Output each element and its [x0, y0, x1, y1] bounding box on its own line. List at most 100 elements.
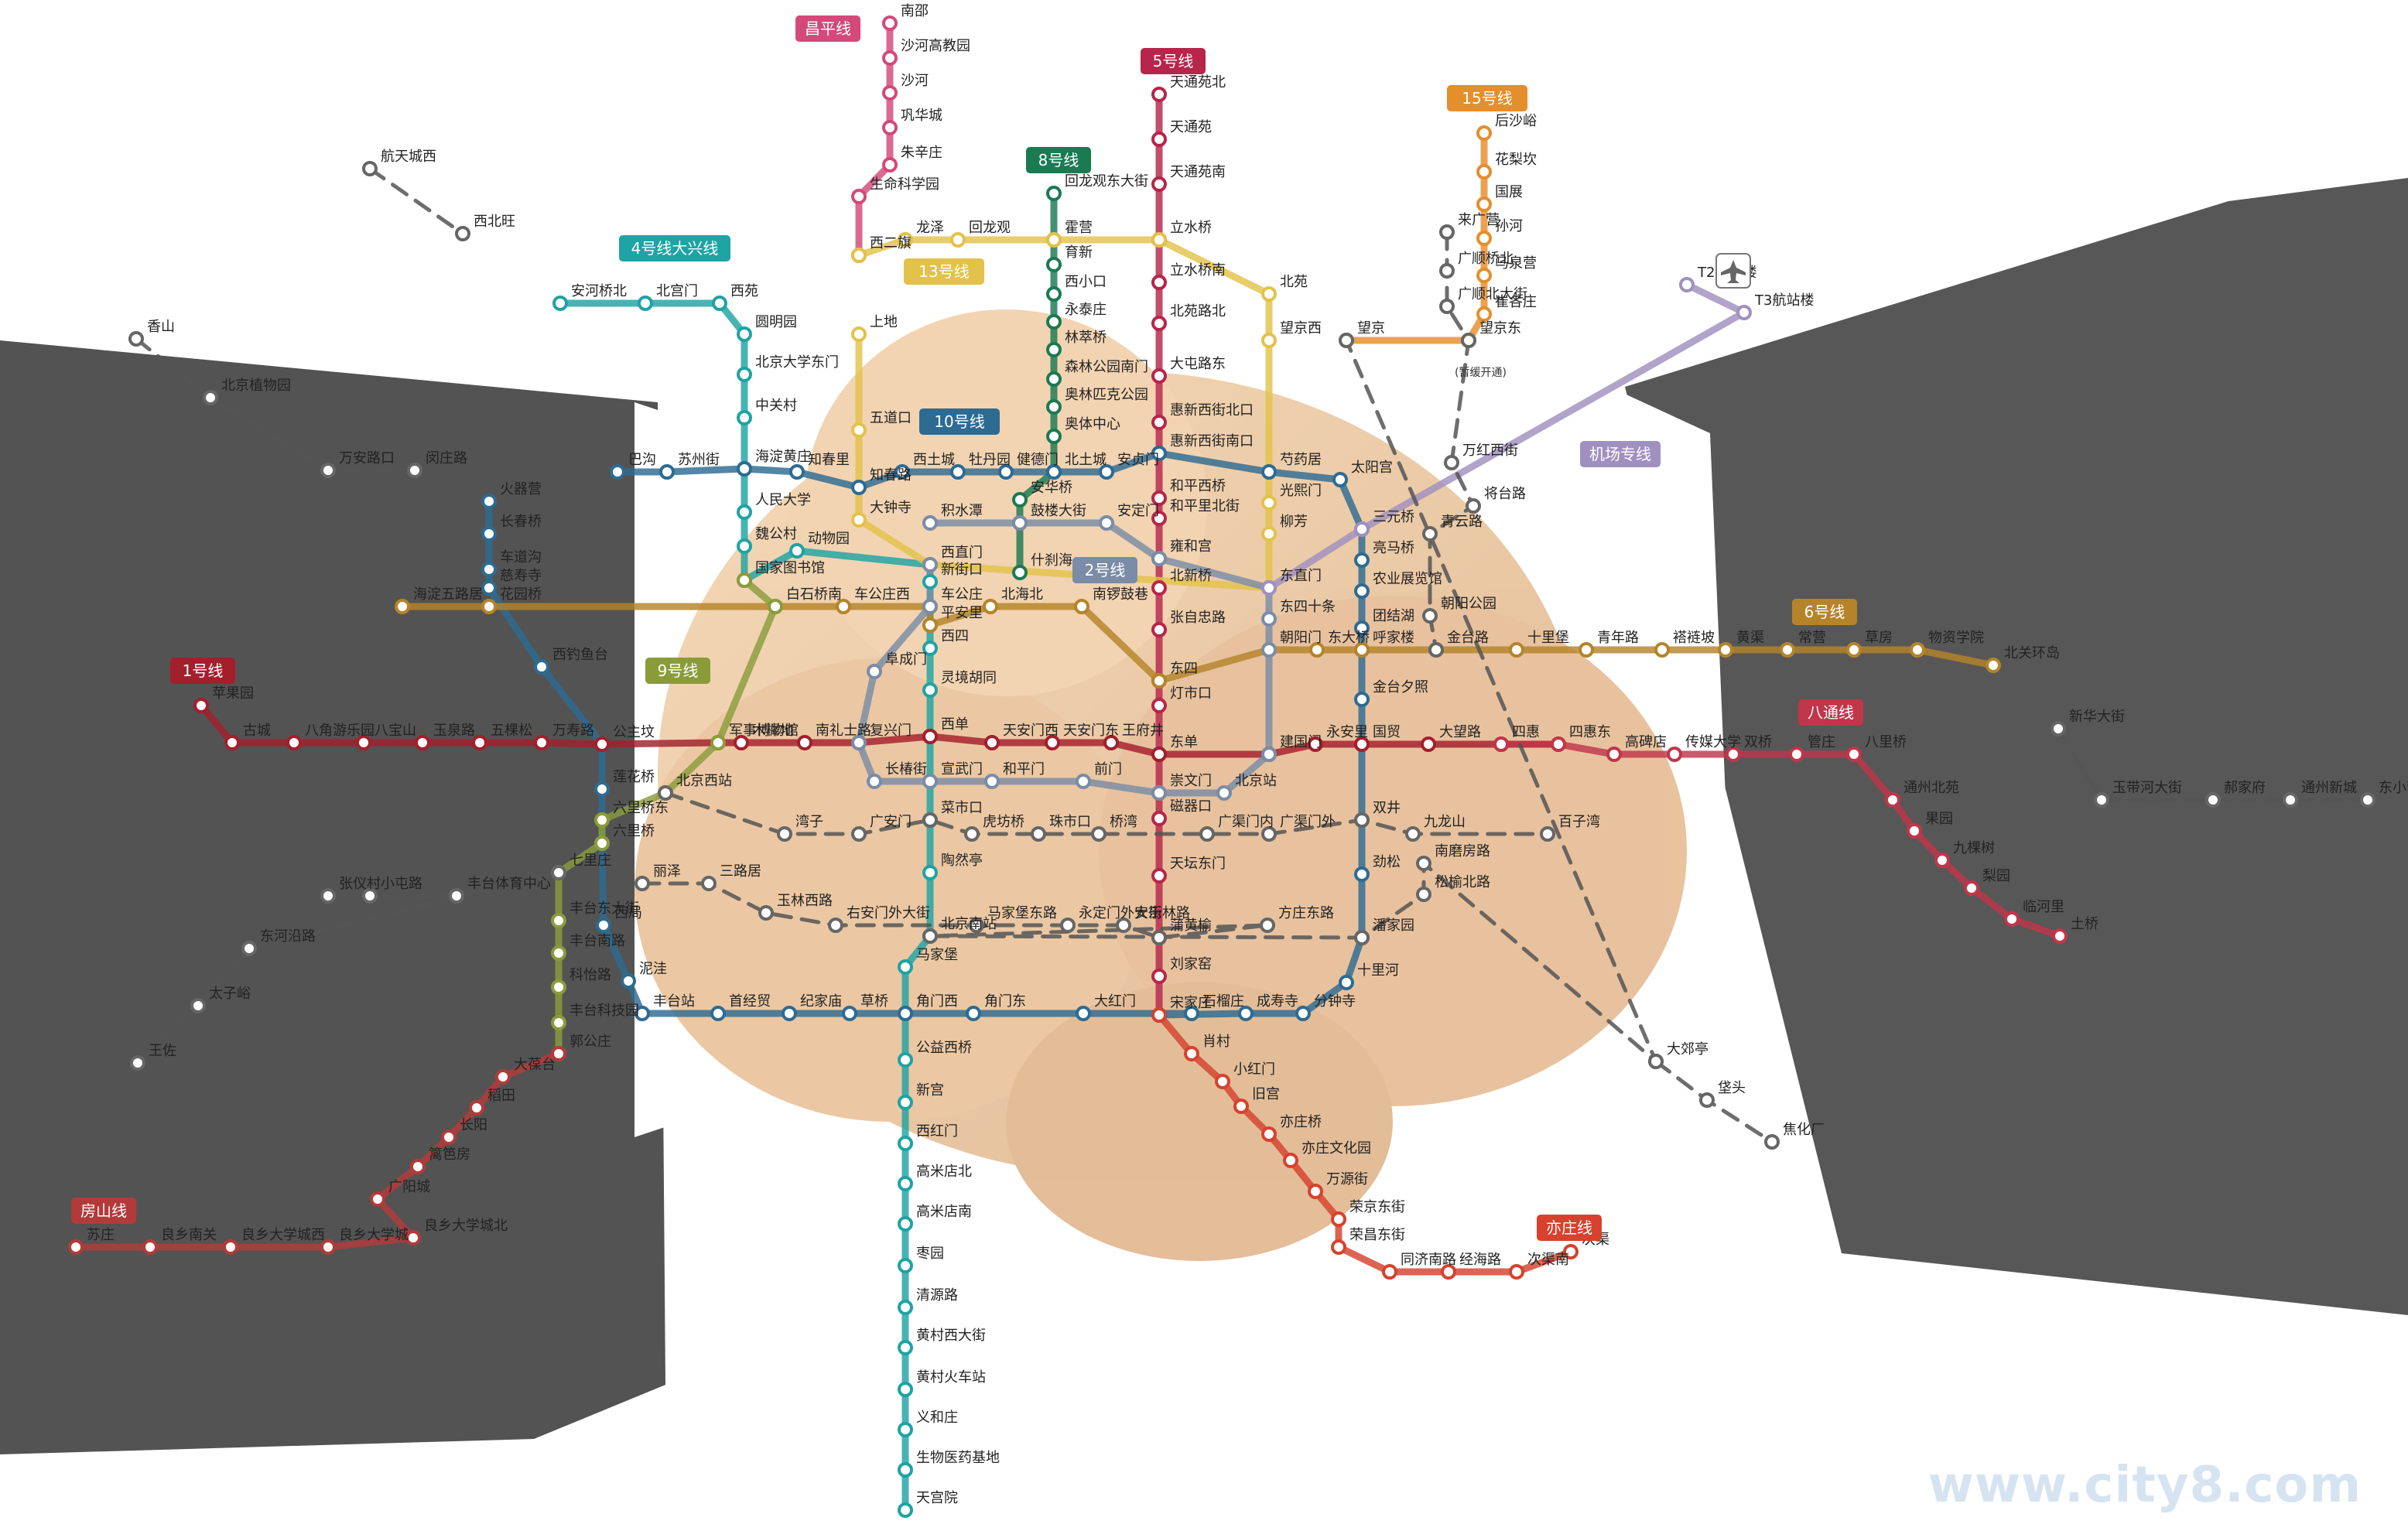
station-dot[interactable]	[1151, 446, 1167, 461]
station-dot[interactable]	[1439, 224, 1455, 240]
station-dot[interactable]	[1736, 305, 1752, 320]
line-badge-changping[interactable]	[795, 15, 860, 42]
station-dot[interactable]	[922, 574, 938, 590]
station-dot[interactable]	[898, 1095, 913, 1110]
station-dot[interactable]	[1031, 826, 1046, 842]
station-dot[interactable]	[551, 1015, 566, 1030]
station-dot[interactable]	[1046, 464, 1062, 480]
station-dot[interactable]	[1046, 257, 1062, 272]
station-dot[interactable]	[551, 945, 566, 961]
station-dot[interactable]	[1476, 125, 1492, 141]
station-dot[interactable]	[1261, 495, 1277, 511]
station-dot[interactable]	[481, 526, 497, 542]
station-dot[interactable]	[190, 998, 206, 1013]
station-dot[interactable]	[922, 641, 938, 656]
station-dot[interactable]	[1416, 887, 1431, 902]
station-dot[interactable]	[1509, 642, 1524, 658]
station-dot[interactable]	[1910, 642, 1925, 658]
station-dot[interactable]	[193, 698, 209, 713]
station-dot[interactable]	[950, 232, 966, 248]
station-dot[interactable]	[1151, 368, 1167, 384]
station-dot[interactable]	[1339, 333, 1354, 348]
station-dot[interactable]	[320, 1239, 336, 1255]
station-dot[interactable]	[1339, 975, 1354, 990]
station-dot[interactable]	[551, 979, 566, 995]
station-dot[interactable]	[1699, 1092, 1715, 1108]
station-dot[interactable]	[701, 876, 717, 891]
station-dot[interactable]	[1261, 464, 1277, 480]
station-dot[interactable]	[1476, 164, 1492, 179]
line-badge-line10[interactable]	[919, 408, 1000, 435]
station-dot[interactable]	[1151, 747, 1167, 762]
station-dot[interactable]	[851, 189, 867, 204]
station-dot[interactable]	[1261, 642, 1277, 658]
station-dot[interactable]	[898, 1502, 913, 1518]
station-dot[interactable]	[922, 599, 938, 614]
station-dot[interactable]	[950, 464, 966, 480]
station-dot[interactable]	[1261, 580, 1277, 596]
station-dot[interactable]	[1509, 1264, 1524, 1280]
station-dot[interactable]	[1354, 930, 1370, 945]
station-dot[interactable]	[1046, 429, 1062, 444]
line-badge-yizhuang[interactable]	[1537, 1215, 1602, 1241]
station-dot[interactable]	[1885, 792, 1900, 808]
station-dot[interactable]	[1789, 747, 1804, 762]
station-dot[interactable]	[1151, 673, 1167, 689]
station-dot[interactable]	[1422, 608, 1438, 624]
station-dot[interactable]	[922, 557, 938, 572]
line-badge-line9[interactable]	[645, 658, 710, 684]
station-dot[interactable]	[1184, 1006, 1199, 1021]
station-dot[interactable]	[1439, 299, 1455, 314]
station-dot[interactable]	[1764, 1134, 1780, 1150]
station-dot[interactable]	[1476, 268, 1492, 283]
station-dot[interactable]	[1046, 342, 1062, 357]
station-dot[interactable]	[882, 15, 898, 31]
station-dot[interactable]	[1964, 880, 1979, 896]
station-dot[interactable]	[882, 85, 898, 101]
station-dot[interactable]	[882, 157, 898, 173]
station-dot[interactable]	[1439, 263, 1455, 279]
station-dot[interactable]	[1986, 658, 2001, 673]
station-dot[interactable]	[898, 1216, 913, 1232]
station-dot[interactable]	[898, 232, 913, 248]
station-dot[interactable]	[1261, 611, 1277, 627]
station-dot[interactable]	[922, 865, 938, 880]
station-dot[interactable]	[1354, 736, 1370, 752]
station-dot[interactable]	[1563, 1244, 1579, 1259]
station-dot[interactable]	[1091, 826, 1107, 842]
station-dot[interactable]	[737, 504, 752, 520]
station-dot[interactable]	[1151, 132, 1167, 147]
station-dot[interactable]	[898, 1006, 913, 1021]
station-dot[interactable]	[1099, 464, 1114, 480]
station-dot[interactable]	[1444, 455, 1459, 470]
station-dot[interactable]	[1476, 306, 1492, 322]
station-dot[interactable]	[898, 1382, 913, 1397]
station-dot[interactable]	[1261, 286, 1277, 302]
line-badge-line8[interactable]	[1026, 147, 1091, 173]
station-dot[interactable]	[789, 543, 805, 559]
station-dot[interactable]	[1151, 316, 1167, 331]
station-dot[interactable]	[469, 1100, 484, 1116]
station-dot[interactable]	[851, 735, 867, 750]
station-dot[interactable]	[882, 50, 898, 66]
station-dot[interactable]	[410, 1159, 426, 1174]
station-dot[interactable]	[710, 1006, 726, 1021]
station-dot[interactable]	[984, 735, 1000, 750]
station-dot[interactable]	[851, 826, 867, 842]
station-dot[interactable]	[395, 599, 410, 614]
station-dot[interactable]	[1012, 492, 1028, 507]
station-dot[interactable]	[1354, 583, 1370, 599]
station-dot[interactable]	[1099, 515, 1114, 531]
station-dot[interactable]	[851, 326, 867, 342]
station-dot[interactable]	[922, 515, 938, 531]
station-dot[interactable]	[966, 1006, 981, 1021]
station-dot[interactable]	[922, 682, 938, 698]
station-dot[interactable]	[1216, 785, 1232, 801]
station-dot[interactable]	[2360, 792, 2376, 808]
station-dot[interactable]	[1060, 918, 1076, 933]
station-dot[interactable]	[782, 1006, 797, 1021]
station-dot[interactable]	[922, 928, 938, 944]
station-dot[interactable]	[2094, 792, 2109, 808]
line-badge-line15[interactable]	[1447, 85, 1527, 111]
station-dot[interactable]	[1260, 918, 1275, 933]
